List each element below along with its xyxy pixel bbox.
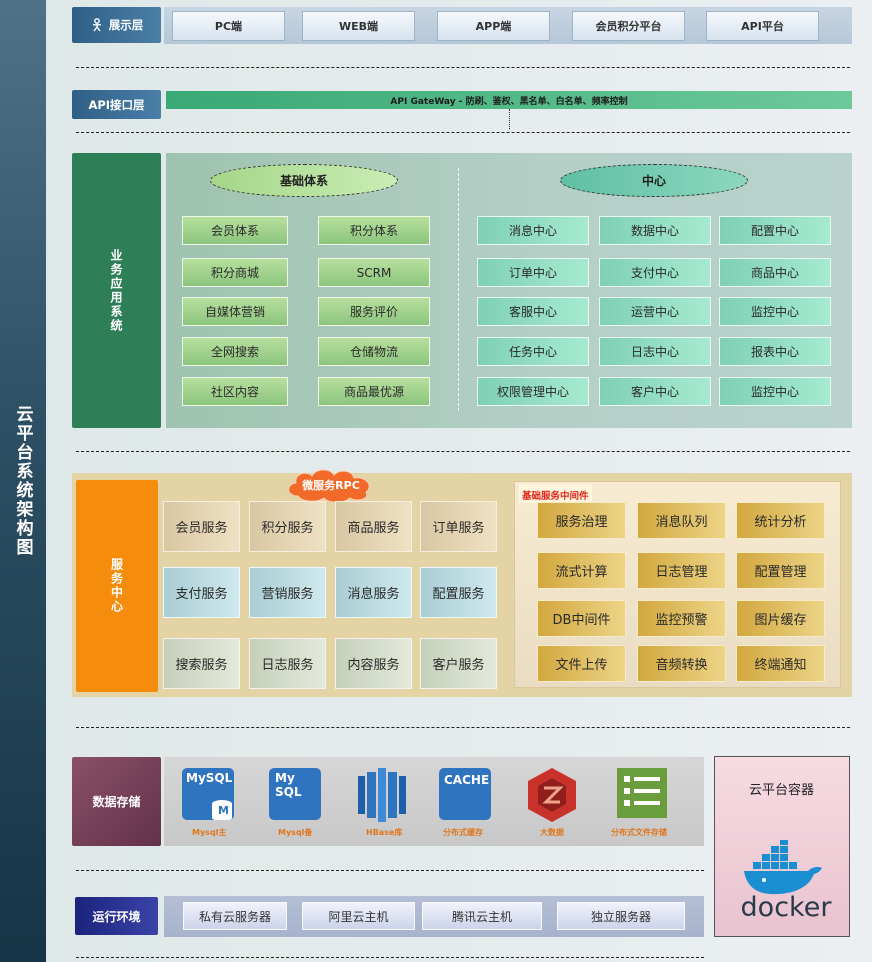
center-title: 中心 [560, 164, 748, 197]
business-label: 业务应用系统 [72, 153, 161, 428]
mw-image-cache[interactable]: 图片缓存 [736, 600, 825, 637]
service-payment[interactable]: 支付服务 [163, 567, 240, 618]
runtime-dedicated-server[interactable]: 独立服务器 [557, 902, 685, 930]
service-points[interactable]: 积分服务 [249, 501, 326, 552]
side-title-bar: 云平台系统架构图 [0, 0, 46, 962]
center-order[interactable]: 订单中心 [477, 258, 589, 287]
mw-analytics[interactable]: 统计分析 [736, 502, 825, 539]
basic-media-marketing[interactable]: 自媒体营销 [182, 297, 288, 326]
mw-log-management[interactable]: 日志管理 [637, 552, 726, 589]
mw-terminal-notify[interactable]: 终端通知 [736, 645, 825, 682]
basic-member-system[interactable]: 会员体系 [182, 216, 288, 245]
api-gateway-bar: API GateWay - 防刷、鉴权、黑名单、白名单、频率控制 [166, 91, 852, 109]
mw-config-management[interactable]: 配置管理 [736, 552, 825, 589]
service-product[interactable]: 商品服务 [335, 501, 412, 552]
basic-warehouse-logistics[interactable]: 仓储物流 [318, 337, 430, 366]
cache-caption: 分布式缓存 [443, 828, 483, 837]
docker-logo-text: docker [740, 892, 832, 923]
basic-points-system[interactable]: 积分体系 [318, 216, 430, 245]
presentation-item-app[interactable]: APP端 [437, 11, 550, 41]
center-customer[interactable]: 客户中心 [599, 377, 711, 406]
divider [76, 957, 704, 958]
storage-label: 数据存储 [72, 757, 161, 846]
center-config[interactable]: 配置中心 [719, 216, 831, 245]
runtime-tencent-cloud[interactable]: 腾讯云主机 [422, 902, 542, 930]
business-split-line [458, 168, 459, 411]
divider [76, 132, 850, 133]
basic-best-source[interactable]: 商品最优源 [318, 377, 430, 406]
service-log[interactable]: 日志服务 [249, 638, 326, 689]
mw-monitoring-alert[interactable]: 监控预警 [637, 600, 726, 637]
basic-scrm[interactable]: SCRM [318, 258, 430, 287]
mysql-slave-icon: My SQL [269, 768, 321, 820]
center-payment[interactable]: 支付中心 [599, 258, 711, 287]
hbase-caption: HBase库 [366, 828, 403, 837]
presentation-item-member-points[interactable]: 会员积分平台 [572, 11, 685, 41]
basic-global-search[interactable]: 全网搜索 [182, 337, 288, 366]
runtime-private-cloud[interactable]: 私有云服务器 [183, 902, 287, 930]
file-storage-icon [617, 768, 667, 818]
center-message[interactable]: 消息中心 [477, 216, 589, 245]
runtime-label: 运行环境 [75, 897, 158, 935]
divider [76, 727, 850, 728]
hbase-icon [358, 768, 406, 822]
diagram-title: 云平台系统架构图 [12, 405, 33, 557]
docker-whale-icon [742, 839, 826, 896]
mw-audio-convert[interactable]: 音频转换 [637, 645, 726, 682]
file-storage-caption: 分布式文件存储 [611, 828, 667, 837]
service-message[interactable]: 消息服务 [335, 567, 412, 618]
center-task[interactable]: 任务中心 [477, 337, 589, 366]
mw-service-governance[interactable]: 服务治理 [537, 502, 626, 539]
mw-file-upload[interactable]: 文件上传 [537, 645, 626, 682]
presentation-label: 展示层 [72, 7, 161, 43]
mw-message-queue[interactable]: 消息队列 [637, 502, 726, 539]
basic-community-content[interactable]: 社区内容 [182, 377, 288, 406]
diagram-canvas: 展示层 PC端 WEB端 APP端 会员积分平台 API平台 API接口层 AP… [46, 0, 872, 962]
center-report[interactable]: 报表中心 [719, 337, 831, 366]
divider [76, 451, 850, 452]
service-search[interactable]: 搜索服务 [163, 638, 240, 689]
service-config[interactable]: 配置服务 [420, 567, 497, 618]
storage-panel [164, 757, 704, 846]
service-order[interactable]: 订单服务 [420, 501, 497, 552]
basic-service-review[interactable]: 服务评价 [318, 297, 430, 326]
presentation-item-pc[interactable]: PC端 [172, 11, 285, 41]
center-customer-service[interactable]: 客服中心 [477, 297, 589, 326]
service-member[interactable]: 会员服务 [163, 501, 240, 552]
service-content[interactable]: 内容服务 [335, 638, 412, 689]
runtime-aliyun[interactable]: 阿里云主机 [302, 902, 415, 930]
basic-points-mall[interactable]: 积分商城 [182, 258, 288, 287]
api-label: API接口层 [72, 90, 161, 119]
presentation-item-api-platform[interactable]: API平台 [706, 11, 819, 41]
basic-system-title: 基础体系 [210, 164, 398, 197]
presentation-item-web[interactable]: WEB端 [302, 11, 415, 41]
middleware-title: 基础服务中间件 [519, 484, 592, 503]
center-data[interactable]: 数据中心 [599, 216, 711, 245]
gateway-connector [509, 109, 510, 129]
mw-stream-compute[interactable]: 流式计算 [537, 552, 626, 589]
center-log[interactable]: 日志中心 [599, 337, 711, 366]
mysql-master-caption: Mysql主 [192, 828, 227, 837]
service-label: 服务中心 [76, 480, 158, 692]
bigdata-icon [528, 768, 576, 822]
container-title: 云平台容器 [748, 783, 814, 798]
mw-db-middleware[interactable]: DB中间件 [537, 600, 626, 637]
bigdata-caption: 大数据 [540, 828, 564, 837]
center-monitoring[interactable]: 监控中心 [719, 297, 831, 326]
divider [76, 870, 704, 871]
rpc-cloud-badge: 微服务RPC [284, 466, 378, 504]
mysql-slave-caption: Mysql备 [278, 828, 313, 837]
center-product[interactable]: 商品中心 [719, 258, 831, 287]
divider [76, 67, 850, 68]
center-operations[interactable]: 运营中心 [599, 297, 711, 326]
service-customer[interactable]: 客户服务 [420, 638, 497, 689]
center-monitoring-2[interactable]: 监控中心 [719, 377, 831, 406]
cache-icon: CACHE [439, 768, 491, 820]
center-permission[interactable]: 权限管理中心 [477, 377, 589, 406]
user-icon [90, 18, 104, 32]
mysql-master-icon: MySQL M [182, 768, 234, 821]
service-marketing[interactable]: 营销服务 [249, 567, 326, 618]
